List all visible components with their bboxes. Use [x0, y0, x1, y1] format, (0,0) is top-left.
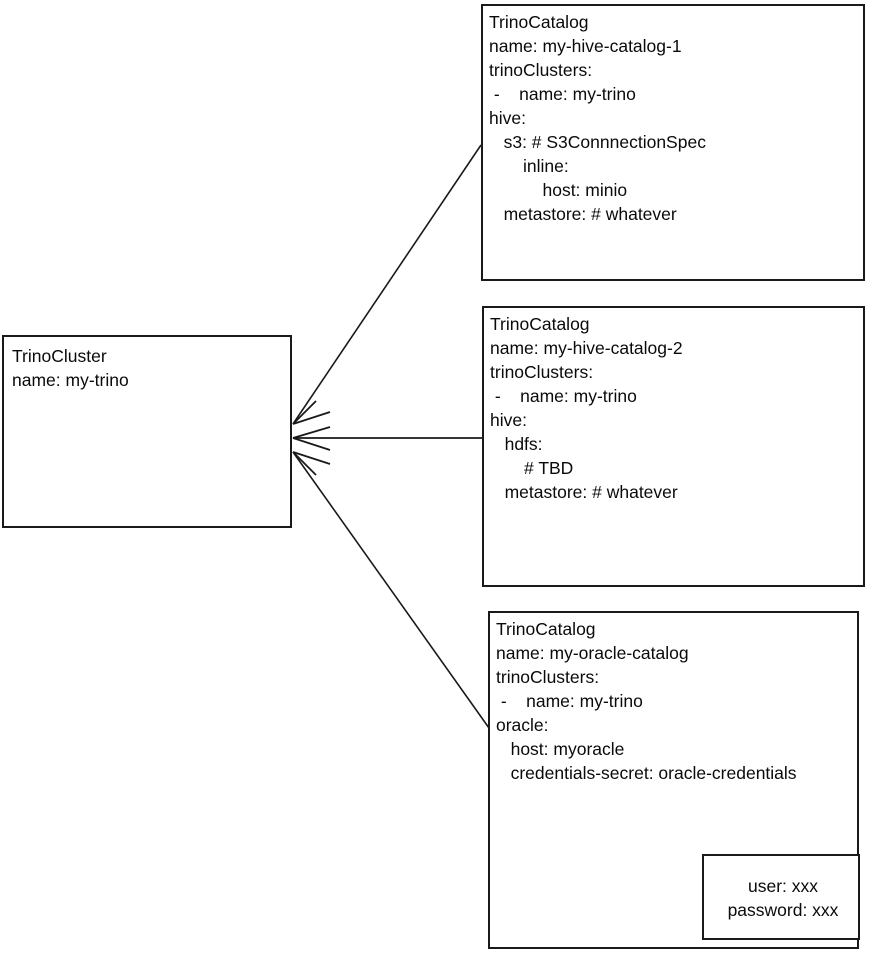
credentials-secret-box[interactable]: user: xxx password: xxx	[702, 854, 860, 940]
trino-catalog-box-2[interactable]: TrinoCatalog name: my-hive-catalog-2 trino…	[482, 306, 865, 587]
catalog3-line-2: trinoClusters:	[496, 667, 600, 687]
catalog2-line-1: name: my-hive-catalog-2	[490, 338, 683, 358]
edge-catalog3-to-cluster	[292, 451, 490, 729]
catalog3-line-1: name: my-oracle-catalog	[496, 643, 689, 663]
trino-catalog-2-text: TrinoCatalog name: my-hive-catalog-2 trino…	[490, 312, 683, 504]
trino-cluster-box[interactable]: TrinoCluster name: my-trino	[2, 335, 292, 528]
catalog1-line-6: inline:	[489, 156, 569, 176]
credentials-line-0: user: xxx	[747, 876, 819, 896]
edge-catalog1-to-cluster	[292, 144, 482, 425]
catalog2-line-4: hive:	[490, 410, 527, 430]
catalog1-line-4: hive:	[489, 108, 526, 128]
edge-catalog2-to-cluster	[292, 426, 482, 451]
cluster-line-1: name: my-trino	[12, 370, 129, 390]
catalog1-line-5: s3: # S3ConnnectionSpec	[489, 132, 706, 152]
trino-catalog-box-3[interactable]: TrinoCatalog name: my-oracle-catalog trino…	[488, 611, 860, 949]
catalog2-line-0: TrinoCatalog	[490, 314, 590, 334]
trino-catalog-box-1[interactable]: TrinoCatalog name: my-hive-catalog-1 trino…	[481, 4, 865, 281]
catalog3-line-0: TrinoCatalog	[496, 619, 596, 639]
catalog3-line-3: - name: my-trino	[496, 691, 643, 711]
catalog1-line-1: name: my-hive-catalog-1	[489, 36, 682, 56]
catalog2-line-5: hdfs:	[490, 434, 543, 454]
catalog2-line-7: metastore: # whatever	[490, 482, 678, 502]
trino-catalog-3-text: TrinoCatalog name: my-oracle-catalog trino…	[496, 617, 797, 785]
catalog3-line-4: oracle:	[496, 715, 549, 735]
trino-catalog-1-text: TrinoCatalog name: my-hive-catalog-1 trino…	[489, 10, 706, 226]
credentials-line-1: password: xxx	[727, 900, 839, 920]
trino-cluster-text: TrinoCluster name: my-trino	[12, 344, 129, 392]
catalog1-line-2: trinoClusters:	[489, 60, 593, 80]
catalog3-line-6: credentials-secret: oracle-credentials	[496, 763, 797, 783]
catalog2-line-3: - name: my-trino	[490, 386, 637, 406]
catalog1-line-3: - name: my-trino	[489, 84, 636, 104]
cluster-line-0: TrinoCluster	[12, 346, 107, 366]
catalog1-line-0: TrinoCatalog	[489, 12, 589, 32]
catalog3-line-5: host: myoracle	[496, 739, 625, 759]
catalog2-line-6: # TBD	[490, 458, 574, 478]
catalog1-line-7: host: minio	[489, 180, 628, 200]
credentials-text: user: xxx password: xxx	[704, 874, 862, 922]
catalog1-line-8: metastore: # whatever	[489, 204, 677, 224]
catalog2-line-2: trinoClusters:	[490, 362, 594, 382]
